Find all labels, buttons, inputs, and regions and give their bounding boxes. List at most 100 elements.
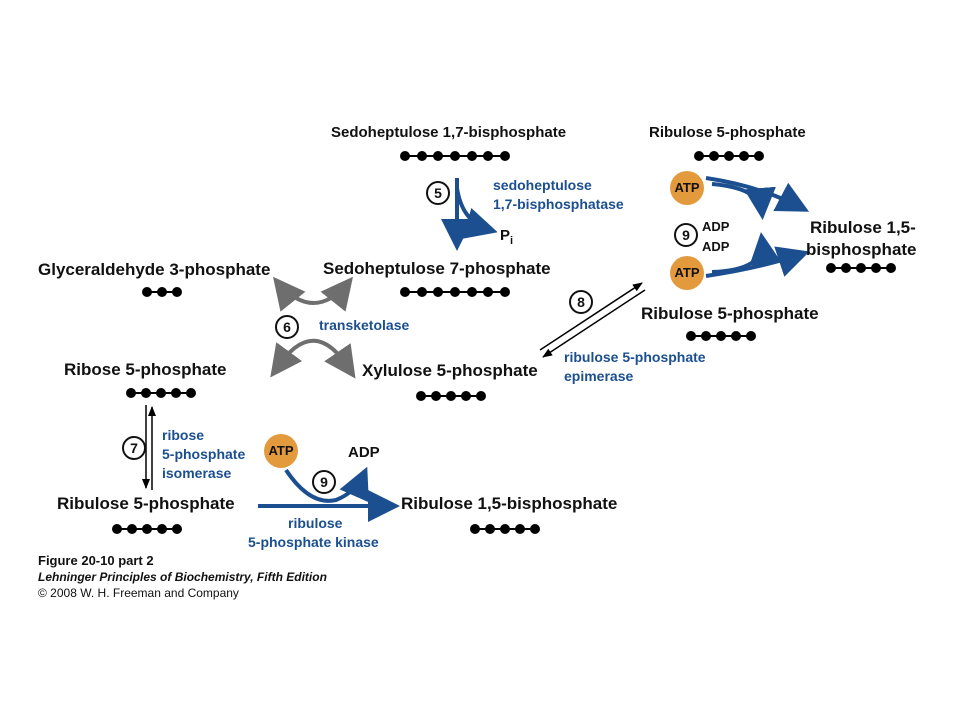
carbon-atom-dot xyxy=(754,151,764,161)
carbon-atom-dot xyxy=(461,391,471,401)
carbon-atom-dot xyxy=(171,388,181,398)
carbon-atom-dot xyxy=(172,524,182,534)
enzyme-ribose-isomerase: ribose 5-phosphate isomerase xyxy=(162,426,245,483)
enzyme-ribulose-epimerase: ribulose 5-phosphate epimerase xyxy=(564,348,706,386)
carbon-atom-dot xyxy=(500,524,510,534)
pi-text: P xyxy=(500,227,511,244)
chain-xylulose-5-phosphate xyxy=(416,391,486,401)
adp-label-top-1: ADP xyxy=(702,219,730,234)
enzyme-epimerase-line1: ribulose 5-phosphate xyxy=(564,349,706,365)
label-ribulose-5-phosphate-top: Ribulose 5-phosphate xyxy=(649,124,806,141)
carbon-atom-dot xyxy=(433,287,444,297)
enzyme-ribulose-kinase: ribulose 5-phosphate kinase xyxy=(248,514,379,552)
carbon-atom-dot xyxy=(400,151,410,161)
arrow-step5-pi xyxy=(455,187,498,239)
carbon-atom-dot xyxy=(431,391,441,401)
carbon-atom-dot xyxy=(871,263,881,273)
enzyme-isomerase-line3: isomerase xyxy=(162,465,232,481)
carbon-atom-dot xyxy=(416,151,427,161)
adp-label-bottom: ADP xyxy=(348,444,380,461)
carbon-atom-dot xyxy=(126,388,136,398)
carbon-atom-dot xyxy=(499,151,510,161)
step-5-badge: 5 xyxy=(426,181,450,205)
enzyme-sedoheptulose-line1: sedoheptulose xyxy=(493,177,592,193)
arrow-step9-top-2 xyxy=(705,246,810,278)
label-sedoheptulose-7-phosphate: Sedoheptulose 7-phosphate xyxy=(323,259,551,278)
carbon-atom-dot xyxy=(746,331,756,341)
arrow-step8-forward xyxy=(539,282,643,351)
arrow-step9-bottom-atp xyxy=(284,466,369,503)
chain-ribulose-5-phosphate-right xyxy=(686,331,756,341)
carbon-atom-dot xyxy=(515,524,525,534)
carbon-atom-dot xyxy=(416,391,426,401)
carbon-atom-dot xyxy=(446,391,456,401)
figure-caption: Figure 20-10 part 2 Lehninger Principles… xyxy=(38,553,327,601)
carbon-atom-dot xyxy=(694,151,704,161)
carbon-atom-dot xyxy=(156,388,166,398)
chain-ribose-5-phosphate xyxy=(126,388,196,398)
carbon-atom-dot xyxy=(142,524,152,534)
carbon-atom-dot xyxy=(856,263,866,273)
enzyme-epimerase-line2: epimerase xyxy=(564,368,634,384)
carbon-atom-dot xyxy=(449,287,460,297)
carbon-atom-dot xyxy=(483,287,494,297)
carbon-atom-dot xyxy=(112,524,122,534)
carbon-atom-dot xyxy=(739,151,749,161)
adp-label-top-2: ADP xyxy=(702,239,730,254)
carbon-atom-dot xyxy=(142,287,152,297)
chain-ribulose-bisphosphate-right xyxy=(826,263,896,273)
enzyme-kinase-line1: ribulose xyxy=(288,515,343,531)
enzyme-transketolase: transketolase xyxy=(319,317,410,333)
carbon-atom-dot xyxy=(466,151,477,161)
carbon-atom-dot xyxy=(483,151,494,161)
enzyme-isomerase-line1: ribose xyxy=(162,427,205,443)
step-8-badge: 8 xyxy=(569,290,593,314)
atp-badge-top-1: ATP xyxy=(670,171,704,205)
carbon-atom-dot xyxy=(686,331,696,341)
arrow-step9-top-2b xyxy=(711,232,782,274)
chain-ribulose-5-phosphate-bottom xyxy=(112,524,182,534)
step-6-badge: 6 xyxy=(275,315,299,339)
carbon-atom-dot xyxy=(416,287,427,297)
arrow-step8-back xyxy=(542,289,646,358)
carbon-atom-dot xyxy=(530,524,540,534)
carbon-atom-dot xyxy=(709,151,719,161)
label-ribose-5-phosphate: Ribose 5-phosphate xyxy=(64,360,227,379)
label-ribulose-bisphosphate-right-line1: Ribulose 1,5- xyxy=(810,218,916,237)
label-ribulose-5-phosphate-right: Ribulose 5-phosphate xyxy=(641,304,819,323)
arrow-step6-head1 xyxy=(273,276,306,312)
arrow-step9-top-1b xyxy=(711,182,776,220)
carbon-atom-dot xyxy=(499,287,510,297)
label-ribulose-5-phosphate-bottom: Ribulose 5-phosphate xyxy=(57,494,235,513)
label-pi: Pi xyxy=(500,227,513,247)
carbon-atom-dot xyxy=(886,263,896,273)
arrow-step9-top-1 xyxy=(705,176,810,212)
carbon-atom-dot xyxy=(470,524,480,534)
caption-book-title: Lehninger Principles of Biochemistry, Fi… xyxy=(38,570,327,584)
arrow-step6-head4 xyxy=(324,343,356,379)
step-9-badge-bottom: 9 xyxy=(312,470,336,494)
carbon-atom-dot xyxy=(449,151,460,161)
carbon-atom-dot xyxy=(157,287,167,297)
enzyme-isomerase-line2: 5-phosphate xyxy=(162,446,246,462)
atp-badge-bottom: ATP xyxy=(264,434,298,468)
arrow-step6-head2 xyxy=(320,276,353,312)
carbon-atom-dot xyxy=(186,388,196,398)
carbon-atom-dot xyxy=(172,287,182,297)
carbon-atom-dot xyxy=(433,151,444,161)
caption-copyright: © 2008 W. H. Freeman and Company xyxy=(38,586,239,600)
chain-ribulose-bisphosphate-bottom xyxy=(470,524,540,534)
carbon-atom-dot xyxy=(485,524,495,534)
carbon-atom-dot xyxy=(724,151,734,161)
carbon-atom-dot xyxy=(701,331,711,341)
enzyme-sedoheptulose-bisphosphatase: sedoheptulose 1,7-bisphosphatase xyxy=(493,176,624,214)
carbon-atom-dot xyxy=(716,331,726,341)
step-7-badge: 7 xyxy=(122,436,146,460)
arrow-step6-head3 xyxy=(270,342,303,378)
carbon-atom-dot xyxy=(400,287,410,297)
label-glyceraldehyde-3-phosphate: Glyceraldehyde 3-phosphate xyxy=(38,260,271,279)
carbon-atom-dot xyxy=(476,391,486,401)
atp-badge-top-2: ATP xyxy=(670,256,704,290)
